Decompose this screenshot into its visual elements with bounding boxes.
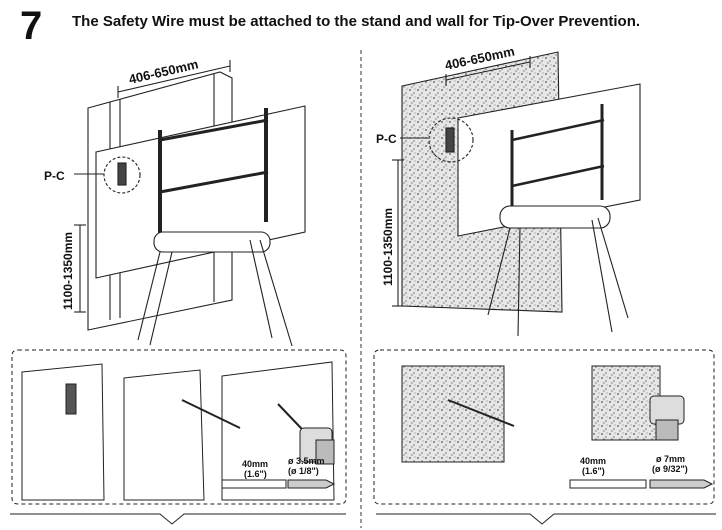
right-drill-depth: 40mm [580,456,606,466]
right-drill-depth-in: (1.6") [582,466,605,476]
right-height-label: 1100-1350mm [381,208,395,286]
left-drill-bit-in: (ø 1/8") [288,466,319,476]
step-headline: The Safety Wire must be attached to the … [72,13,641,30]
left-detail-box [10,349,347,525]
right-drill-bit: ø 7mm [656,454,685,464]
left-stand-drawing [74,60,306,347]
left-drill-depth-in: (1.6") [244,469,267,479]
right-drill-bit-in: (ø 9/32") [652,464,688,474]
left-height-label: 1100-1350mm [61,232,75,310]
right-part-label: P-C [376,132,397,146]
step-number: 7 [20,4,43,48]
left-drill-bit: ø 3.5mm [288,456,325,466]
right-detail-box [373,349,716,525]
right-stand-drawing [392,51,641,337]
left-part-label: P-C [44,169,65,183]
left-drill-depth: 40mm [242,459,268,469]
